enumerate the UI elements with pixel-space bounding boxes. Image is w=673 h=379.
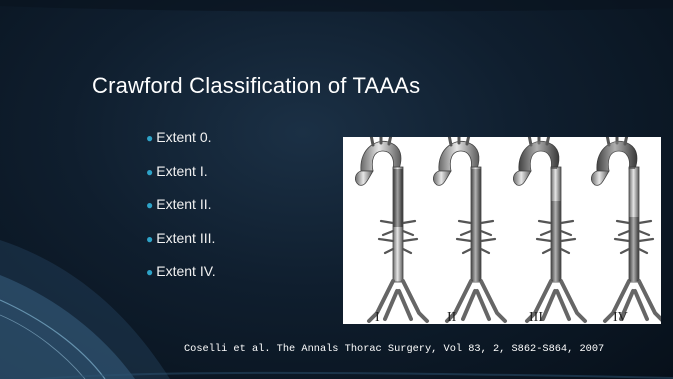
slide-title: Crawford Classification of TAAAs [92,73,420,99]
extent-iii-aorta [513,137,585,321]
bullet-item: ●Extent IV. [146,262,216,296]
bullet-item: ●Extent 0. [146,128,216,162]
bullet-item: ●Extent I. [146,162,216,196]
extent-i-aorta [355,137,427,321]
bullet-dot-icon: ● [146,265,153,279]
crawford-classification-figure: I II III IV [343,137,661,324]
bullet-text: Extent II. [156,196,211,212]
bullet-text: Extent IV. [156,263,215,279]
figure-label-iv: IV [613,310,628,324]
figure-label-ii: II [447,310,457,324]
figure-label-iii: III [529,310,543,324]
extent-iv-aorta [591,137,661,321]
bullet-dot-icon: ● [146,232,153,246]
bullet-dot-icon: ● [146,198,153,212]
bullet-text: Extent 0. [156,129,211,145]
bullet-dot-icon: ● [146,165,153,179]
extent-ii-aorta [433,137,505,321]
aorta-illustration: I II III IV [343,137,661,324]
bullet-text: Extent I. [156,163,207,179]
bullet-item: ●Extent III. [146,229,216,263]
bullet-item: ●Extent II. [146,195,216,229]
figure-label-i: I [375,310,380,324]
bullet-text: Extent III. [156,230,215,246]
bullet-list: ●Extent 0. ●Extent I. ●Extent II. ●Exten… [146,128,216,296]
bullet-dot-icon: ● [146,131,153,145]
citation-text: Coselli et al. The Annals Thorac Surgery… [184,343,604,355]
